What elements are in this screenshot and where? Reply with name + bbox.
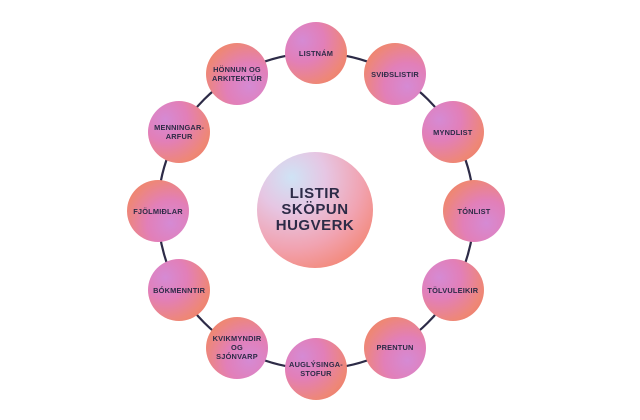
node-honnun-og-arkitektur[interactable]: HÖNNUN OG ARKITEKTÚR [206,43,268,106]
node-svidslistir[interactable]: SVIÐSLISTIR [364,43,426,106]
node-listnam[interactable]: LISTNÁM [285,22,347,84]
node-tonlist[interactable]: TÓNLIST [443,180,505,242]
node-kvikmyndir-og-sjonvarp[interactable]: KVIKMYNDIR OG SJÓNVARP [206,316,268,379]
node-bokmenntir[interactable]: BÓKMENNTIR [148,259,211,321]
node-prentun[interactable]: PRENTUN [364,316,426,379]
node-auglysingastofur[interactable]: AUGLÝSINGA- STOFUR [285,338,347,400]
node-menningararfur[interactable]: MENNINGAR- ARFUR [148,101,211,163]
node-fjolmidlar[interactable]: FJÖLMIÐLAR [127,180,189,242]
center-hub: LISTIR SKÖPUN HUGVERK [257,152,373,268]
node-myndlist[interactable]: MYNDLIST [421,101,484,163]
node-tolvuleikir[interactable]: TÖLVULEIKIR [421,259,484,321]
